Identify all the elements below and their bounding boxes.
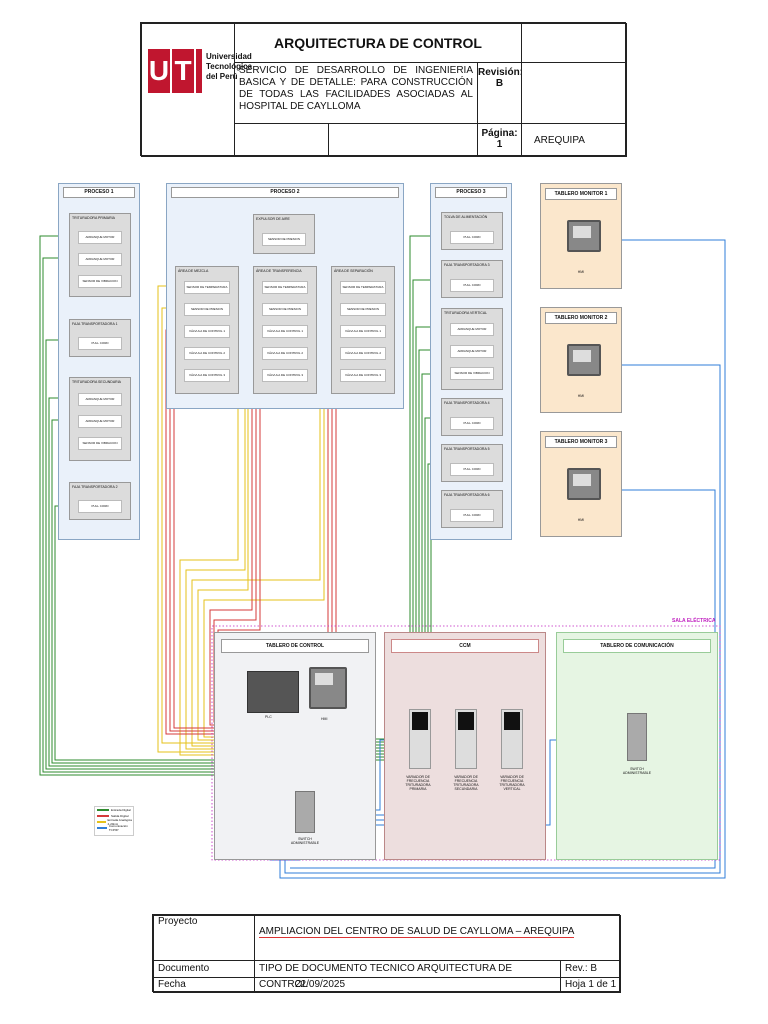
utp-logo-t: T	[172, 49, 194, 93]
wiring-legend: Entrada Digital Salida Digital Entrada A…	[94, 806, 134, 836]
proceso-3-panel: PROCESO 3 TOLVA DE ALIMENTACIÓN PULL COR…	[430, 183, 512, 540]
equipment-box: TOLVA DE ALIMENTACIÓN PULL CORD	[441, 212, 503, 250]
hmi-icon	[309, 667, 347, 709]
plc-icon	[247, 671, 299, 713]
proceso-3-title: PROCESO 3	[435, 187, 507, 198]
equipment-box: EXPULSOR DE AIRE SENSOR DE PRESION	[253, 214, 315, 254]
proceso-1-title: PROCESO 1	[63, 187, 135, 198]
equipment-box: TRITURADORA PRIMARIA ARRANQUE MOTOR ARRA…	[69, 213, 131, 297]
utp-logo-bar	[196, 49, 202, 93]
tablero-comunicacion-panel: TABLERO DE COMUNICACIÓN SWITCH ADMINISTR…	[556, 632, 718, 860]
tablero-monitor-3: TABLERO MONITOR 3 HMI	[540, 431, 622, 537]
equipment-box: ÁREA DE MEZCLA SENSOR DE TEMPERATURA SEN…	[175, 266, 239, 394]
equipment-box: FAJA TRANSPORTADORA 6 PULL CORD	[441, 490, 503, 528]
vfd-icon	[455, 709, 477, 769]
switch-icon	[295, 791, 315, 833]
title-block: U T Universidad Tecnológica del Perú ARQ…	[140, 22, 627, 157]
location: AREQUIPA	[521, 123, 627, 157]
hmi-icon	[567, 220, 601, 252]
equipment-box: FAJA TRANSPORTADORA 3 PULL CORD	[441, 260, 503, 298]
proceso-2-panel: PROCESO 2 EXPULSOR DE AIRE SENSOR DE PRE…	[166, 183, 404, 409]
equipment-box: TRITURADORA VERTICAL ARRANQUE MOTOR ARRA…	[441, 308, 503, 390]
hmi-icon	[567, 344, 601, 376]
proyecto-value: AMPLIACION DEL CENTRO DE SALUD DE CAYLLO…	[254, 915, 621, 961]
tablero-control-panel: TABLERO DE CONTROL PLC HMI SWITCH ADMINI…	[214, 632, 376, 860]
hoja-value: Hoja 1 de 1	[560, 977, 621, 993]
hmi-icon	[567, 468, 601, 500]
utp-logo-u: U	[148, 49, 170, 93]
logo-cell: U T Universidad Tecnológica del Perú	[141, 23, 252, 157]
utp-logo-text: Universidad Tecnológica del Perú	[206, 52, 253, 81]
documento-label: Documento	[153, 960, 255, 978]
documento-value: TIPO DE DOCUMENTO TECNICO ARQUITECTURA D…	[254, 960, 561, 990]
footer-block: Proyecto AMPLIACION DEL CENTRO DE SALUD …	[152, 914, 621, 993]
fecha-value: 22/09/2025	[254, 977, 561, 993]
equipment-box: FAJA TRANSPORTADORA 4 PULL CORD	[441, 398, 503, 436]
sala-electrica-label: SALA ELÉCTRICA	[672, 618, 716, 624]
ccm-panel: CCM VARIADOR DE FRECUENCIA TRITURADORA P…	[384, 632, 546, 860]
proceso-1-panel: PROCESO 1 TRITURADORA PRIMARIA ARRANQUE …	[58, 183, 140, 540]
fecha-label: Fecha	[153, 977, 255, 993]
equipment-box: ÁREA DE SEPARACIÓN SENSOR DE TEMPERATURA…	[331, 266, 395, 394]
equipment-box: ÁREA DE TRANSFERENCIA SENSOR DE TEMPERAT…	[253, 266, 317, 394]
equipment-box: TRITURADORA SECUNDARIA ARRANQUE MOTOR AR…	[69, 377, 131, 461]
switch-icon	[627, 713, 647, 761]
equipment-box: FAJA TRANSPORTADORA 1 PULL CORD	[69, 319, 131, 357]
proyecto-label: Proyecto	[153, 915, 255, 961]
proceso-2-title: PROCESO 2	[171, 187, 399, 198]
vfd-icon	[501, 709, 523, 769]
tablero-monitor-2: TABLERO MONITOR 2 HMI	[540, 307, 622, 413]
tablero-monitor-1: TABLERO MONITOR 1 HMI	[540, 183, 622, 289]
revision-footer: Rev.: B	[560, 960, 621, 978]
equipment-box: FAJA TRANSPORTADORA 5 PULL CORD	[441, 444, 503, 482]
vfd-icon	[409, 709, 431, 769]
equipment-box: FAJA TRANSPORTADORA 2 PULL CORD	[69, 482, 131, 520]
